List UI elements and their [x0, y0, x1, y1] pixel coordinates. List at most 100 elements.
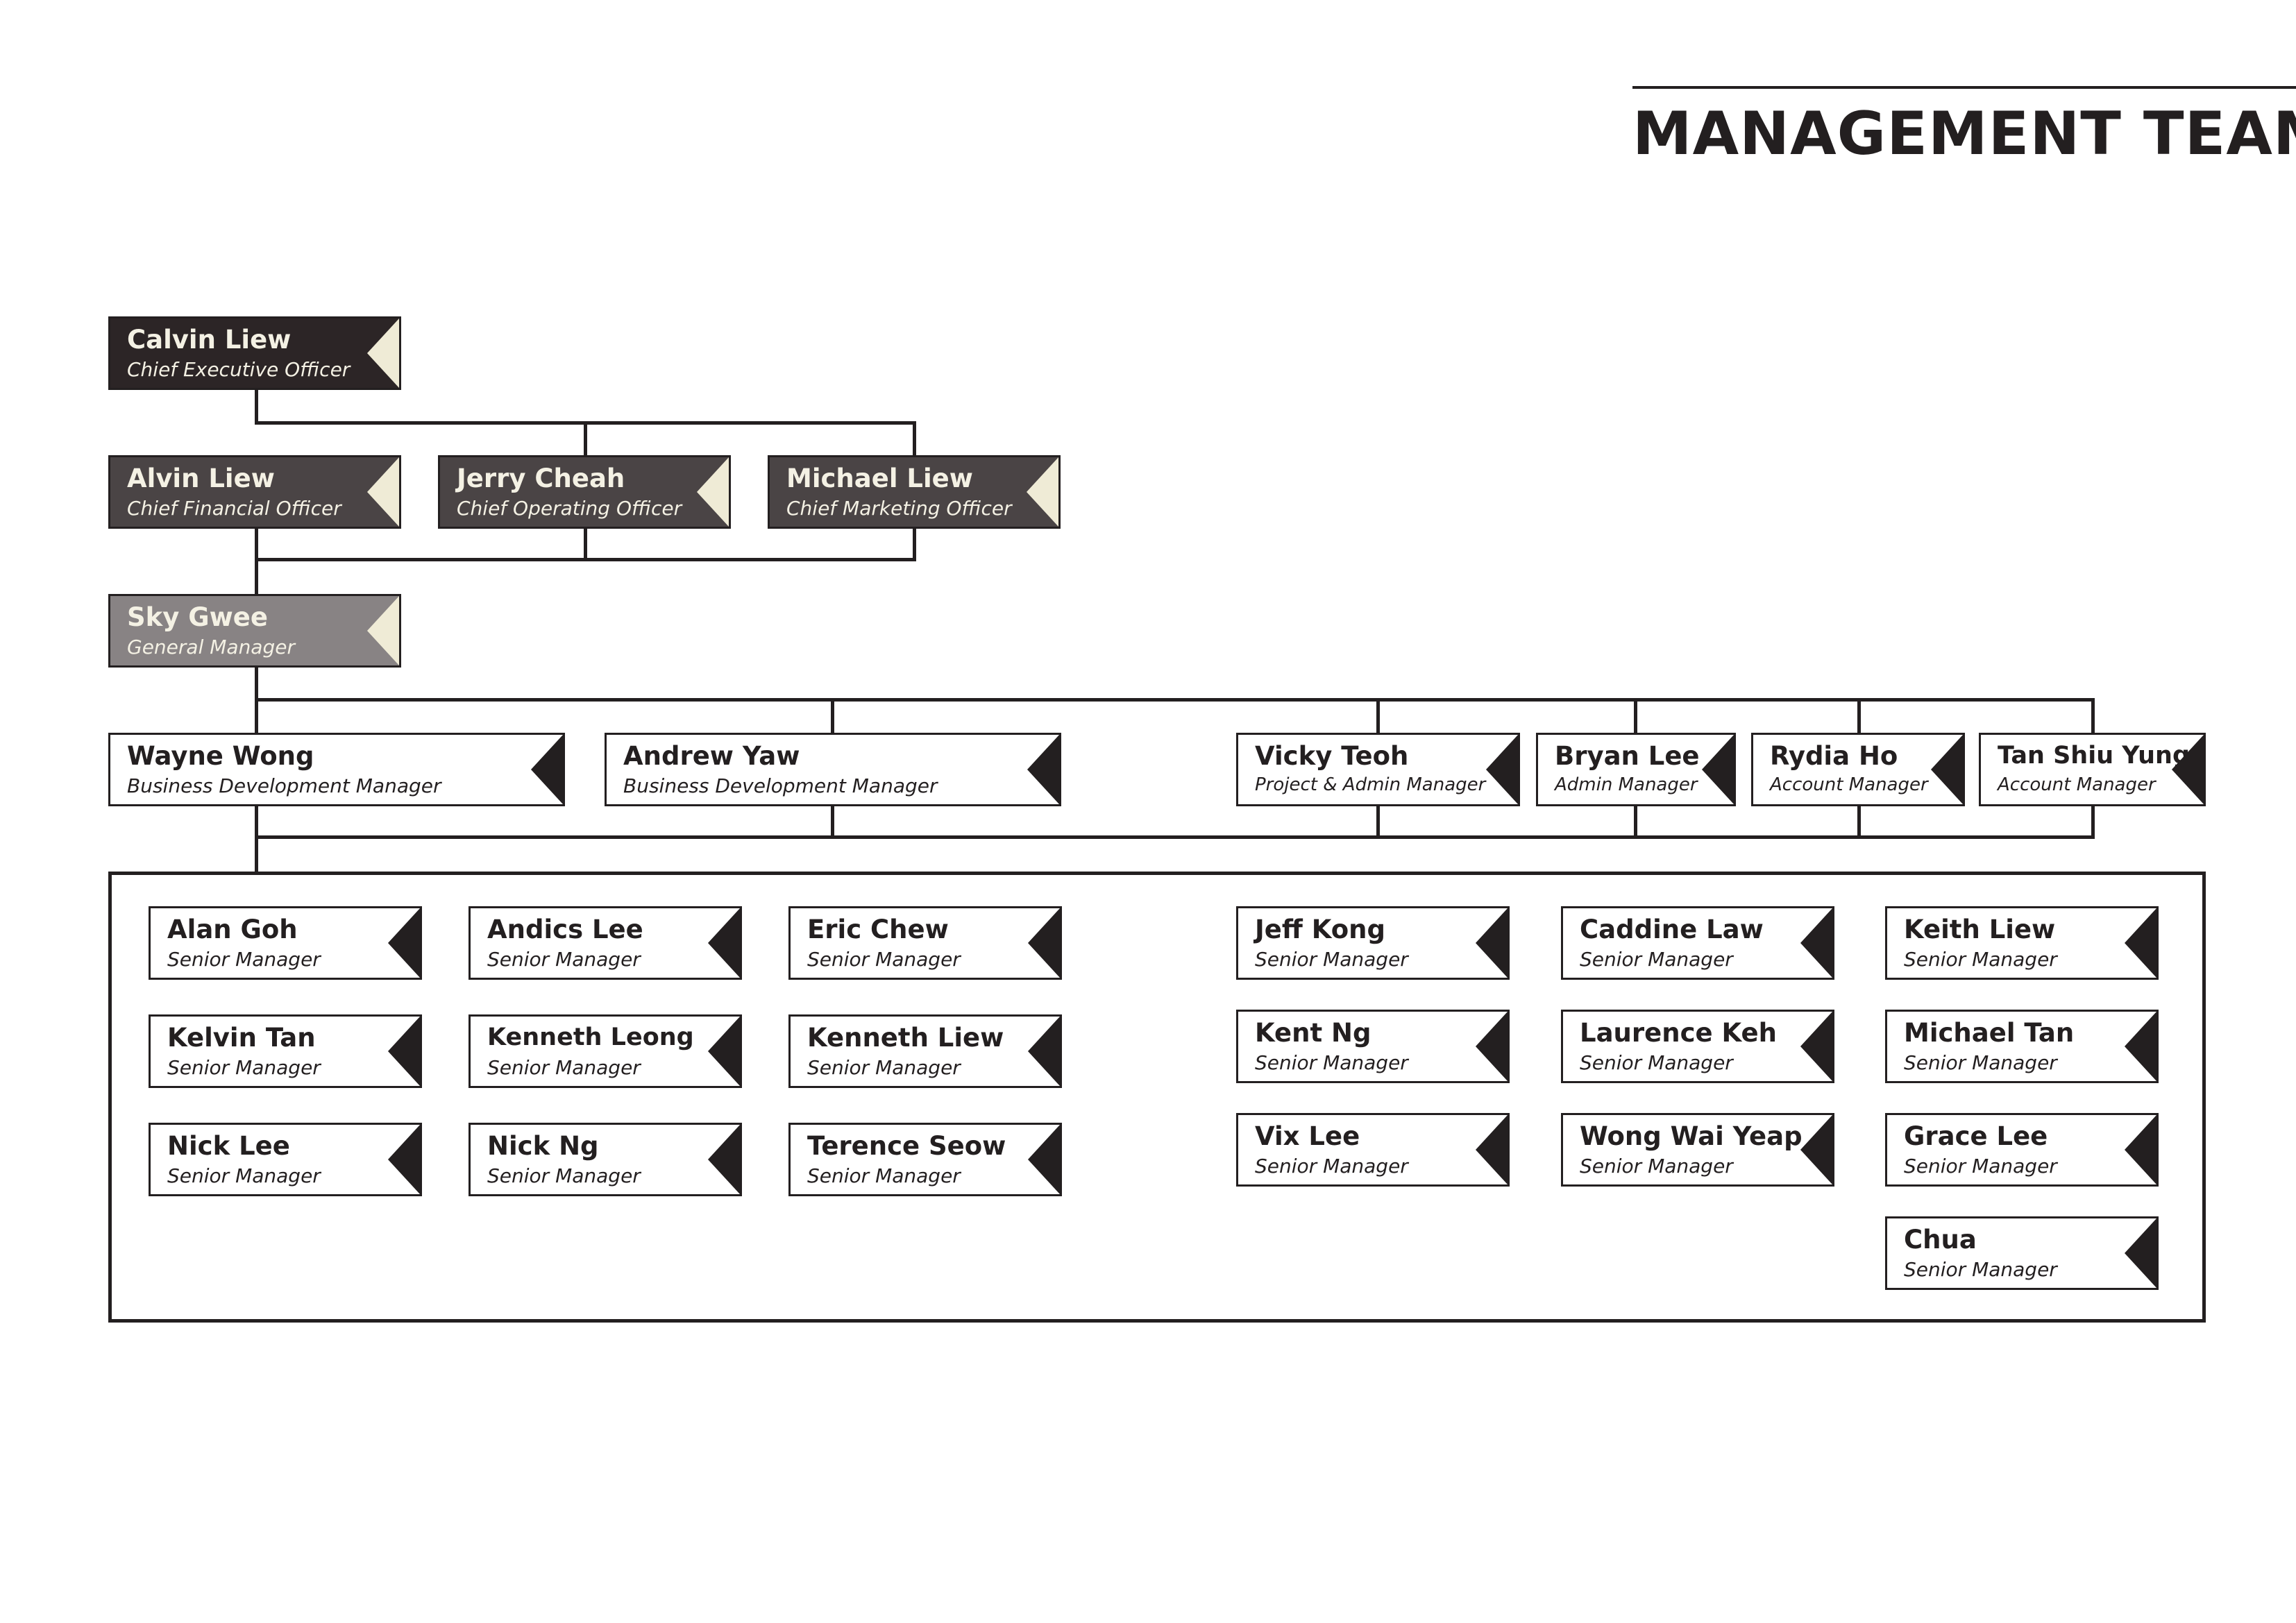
arrow-flag-icon	[388, 908, 420, 978]
senior-manager-card: Jeff Kong Senior Manager	[1236, 906, 1510, 980]
senior-manager-card: Andics Lee Senior Manager	[469, 906, 742, 980]
person-role: Senior Manager	[1255, 1155, 1408, 1178]
arrow-flag-icon	[697, 457, 729, 527]
connector	[255, 558, 916, 561]
person-role: Admin Manager	[1555, 774, 1698, 795]
connector	[1857, 804, 1861, 838]
senior-manager-card: Grace Lee Senior Manager	[1885, 1113, 2159, 1187]
person-name: Jeff Kong	[1255, 915, 1385, 944]
person-role: Senior Manager	[487, 948, 641, 971]
connector	[2091, 698, 2095, 734]
person-name: Andrew Yaw	[623, 741, 800, 771]
arrow-flag-icon	[708, 908, 740, 978]
arrow-flag-icon	[1800, 1012, 1832, 1081]
person-name: Caddine Law	[1580, 915, 1764, 944]
connector	[255, 835, 2095, 839]
person-name: Vicky Teoh	[1255, 741, 1409, 771]
person-name: Laurence Keh	[1580, 1018, 1777, 1048]
person-name: Terence Seow	[807, 1131, 1006, 1161]
senior-manager-card: Eric Chew Senior Manager	[788, 906, 1062, 980]
person-name: Bryan Lee	[1555, 741, 1700, 771]
person-name: Tan Shiu Yung	[1998, 742, 2190, 770]
gm-card: Sky Gwee General Manager	[108, 594, 401, 668]
senior-manager-card: Chua Senior Manager	[1885, 1216, 2159, 1290]
senior-manager-card: Terence Seow Senior Manager	[788, 1123, 1062, 1196]
person-name: Calvin Liew	[127, 325, 292, 355]
person-name: Wong Wai Yeap	[1580, 1121, 1803, 1151]
connector	[913, 421, 916, 457]
person-role: Senior Manager	[1904, 1258, 2057, 1281]
person-name: Kent Ng	[1255, 1018, 1371, 1048]
person-name: Sky Gwee	[127, 602, 268, 632]
senior-manager-card: Laurence Keh Senior Manager	[1561, 1010, 1834, 1083]
person-role: Chief Operating Officer	[457, 497, 682, 520]
connector	[1634, 698, 1637, 734]
person-role: Senior Manager	[1904, 948, 2057, 971]
connector	[255, 698, 2095, 702]
person-name: Kelvin Tan	[167, 1023, 316, 1053]
arrow-flag-icon	[1028, 908, 1060, 978]
manager-card: Vicky Teoh Project & Admin Manager	[1236, 733, 1520, 806]
arrow-flag-icon	[2172, 735, 2204, 804]
connector	[2091, 804, 2095, 838]
arrow-flag-icon	[1800, 1115, 1832, 1184]
connector	[913, 527, 916, 561]
person-name: Alan Goh	[167, 915, 298, 944]
connector	[831, 698, 834, 734]
coo-card: Jerry Cheah Chief Operating Officer	[438, 455, 731, 529]
person-role: Senior Manager	[1580, 1051, 1733, 1074]
arrow-flag-icon	[531, 735, 563, 804]
arrow-flag-icon	[1476, 908, 1508, 978]
person-role: General Manager	[127, 636, 295, 658]
person-role: Chief Executive Officer	[127, 358, 351, 381]
person-role: Senior Manager	[807, 948, 961, 971]
arrow-flag-icon	[2125, 1012, 2156, 1081]
person-name: Jerry Cheah	[457, 464, 625, 493]
person-name: Kenneth Leong	[487, 1023, 694, 1051]
person-role: Senior Manager	[1904, 1051, 2057, 1074]
arrow-flag-icon	[367, 596, 399, 665]
person-name: Rydia Ho	[1770, 741, 1898, 771]
person-name: Michael Tan	[1904, 1018, 2075, 1048]
connector	[255, 527, 258, 595]
person-role: Account Manager	[1998, 774, 2156, 795]
person-name: Nick Lee	[167, 1131, 290, 1161]
person-role: Senior Manager	[1255, 1051, 1408, 1074]
person-name: Alvin Liew	[127, 464, 275, 493]
senior-manager-card: Alan Goh Senior Manager	[149, 906, 422, 980]
senior-manager-card: Keith Liew Senior Manager	[1885, 906, 2159, 980]
arrow-flag-icon	[1800, 908, 1832, 978]
senior-manager-card: Kent Ng Senior Manager	[1236, 1010, 1510, 1083]
connector	[584, 527, 587, 561]
senior-manager-card: Wong Wai Yeap Senior Manager	[1561, 1113, 1834, 1187]
cmo-card: Michael Liew Chief Marketing Officer	[768, 455, 1061, 529]
person-role: Chief Financial Officer	[127, 497, 341, 520]
connector	[1376, 698, 1380, 734]
person-role: Chief Marketing Officer	[786, 497, 1012, 520]
person-role: Project & Admin Manager	[1255, 774, 1486, 795]
arrow-flag-icon	[708, 1125, 740, 1194]
person-role: Senior Manager	[167, 1164, 321, 1187]
connector	[1634, 804, 1637, 838]
arrow-flag-icon	[1931, 735, 1963, 804]
person-role: Senior Manager	[487, 1164, 641, 1187]
manager-card: Tan Shiu Yung Account Manager	[1979, 733, 2206, 806]
person-role: Senior Manager	[487, 1056, 641, 1079]
person-role: Senior Manager	[1255, 948, 1408, 971]
senior-manager-card: Kelvin Tan Senior Manager	[149, 1014, 422, 1088]
person-role: Senior Manager	[167, 948, 321, 971]
cfo-card: Alvin Liew Chief Financial Officer	[108, 455, 401, 529]
senior-manager-card: Caddine Law Senior Manager	[1561, 906, 1834, 980]
senior-manager-card: Kenneth Leong Senior Manager	[469, 1014, 742, 1088]
arrow-flag-icon	[388, 1125, 420, 1194]
person-role: Senior Manager	[1580, 1155, 1733, 1178]
person-name: Michael Liew	[786, 464, 973, 493]
senior-manager-card: Nick Ng Senior Manager	[469, 1123, 742, 1196]
arrow-flag-icon	[2125, 1218, 2156, 1288]
senior-manager-card: Nick Lee Senior Manager	[149, 1123, 422, 1196]
manager-card: Rydia Ho Account Manager	[1751, 733, 1965, 806]
senior-managers-group	[108, 872, 2206, 1323]
page-title: MANAGEMENT TEAM	[1632, 99, 2296, 169]
person-name: Chua	[1904, 1225, 1977, 1255]
arrow-flag-icon	[708, 1017, 740, 1086]
